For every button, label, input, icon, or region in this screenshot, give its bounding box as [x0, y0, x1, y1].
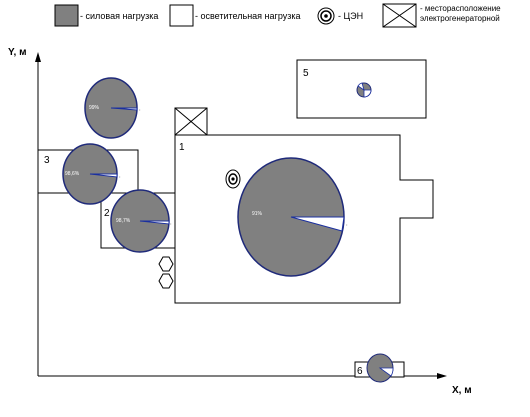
- hexagon-bottom: [158, 273, 174, 289]
- building-1-label: 1: [179, 142, 185, 153]
- pie-4-value-label: 99%: [89, 105, 100, 111]
- pie-4-ext-mark: •: [139, 107, 141, 112]
- generator-location-icon: [382, 3, 417, 28]
- pie-building-2: 98,7% •: [110, 189, 172, 253]
- pie-building-6: [366, 353, 394, 383]
- legend-lighting-label: - осветительная нагрузка: [195, 11, 301, 21]
- pie-1-value-label: 91%: [252, 211, 263, 217]
- pie-building-4: 99% •: [84, 77, 141, 139]
- pie-2-lighting: [139, 220, 170, 225]
- pie-building-5: [356, 82, 372, 98]
- legend-cen-label: - ЦЭН: [338, 11, 363, 21]
- pie-building-1: 91% •: [237, 157, 348, 277]
- pie-3-lighting: [89, 173, 118, 178]
- pie-4-lighting: [110, 107, 138, 111]
- building-6-label: 6: [357, 366, 363, 377]
- legend-power-swatch: [54, 4, 79, 27]
- building-5-label: 5: [303, 68, 309, 79]
- legend-lighting-swatch: [169, 4, 194, 27]
- pie-2-ext-mark: •: [170, 221, 172, 226]
- pie-1-lighting: [290, 216, 345, 232]
- pie-5-lighting: [363, 89, 372, 98]
- pie-6-lighting: [378, 367, 394, 377]
- cen-marker: [225, 169, 241, 189]
- legend-generator-label: - месторасположение электрогенераторной: [420, 4, 503, 23]
- hexagon-top: [158, 256, 174, 272]
- cen-icon: [317, 7, 335, 25]
- generator-location-marker: [174, 107, 208, 136]
- building-2-label: 2: [104, 208, 110, 219]
- y-axis-label: Y, м: [8, 47, 27, 58]
- pie-3-value-label: 98,6%: [65, 171, 80, 177]
- hexagon-markers: [158, 256, 174, 289]
- y-axis-arrow: [35, 52, 41, 62]
- pie-building-3: 98,6% •: [62, 143, 121, 205]
- x-axis-label: X, м: [452, 385, 472, 396]
- legend: - силовая нагрузка - осветительная нагру…: [54, 3, 503, 28]
- pie-1-ext-mark: •: [346, 222, 348, 227]
- pie-3-ext-mark: •: [119, 174, 121, 179]
- pie-5-lighting-2: [357, 82, 365, 91]
- legend-power-label: - силовая нагрузка: [80, 11, 158, 21]
- x-axis-arrow: [437, 373, 447, 379]
- pie-2-value-label: 98,7%: [116, 218, 131, 224]
- building-3-label: 3: [44, 155, 50, 166]
